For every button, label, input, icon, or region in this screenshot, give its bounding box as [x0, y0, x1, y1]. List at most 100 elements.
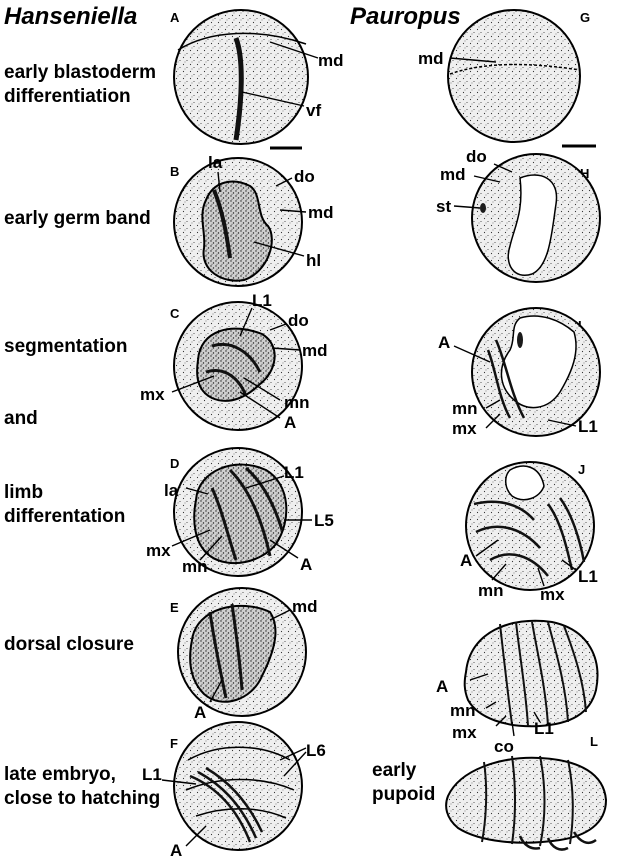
- embryo-egg-j: [465, 461, 595, 591]
- panel-k: K A mn mx co L1: [436, 619, 599, 756]
- label-mn-j: mn: [478, 581, 504, 600]
- panel-letter-h: H: [580, 166, 589, 181]
- leader-l1-c: [239, 307, 253, 337]
- leader-l6-f-2: [283, 751, 307, 777]
- label-mx-i: mx: [452, 419, 477, 438]
- leader-l1-i: [547, 419, 577, 427]
- panel-letter-f: F: [170, 736, 178, 751]
- leader-mn-i: [485, 399, 501, 409]
- leader-l1-d: [245, 475, 285, 489]
- leader-mx-d: [171, 529, 211, 547]
- label-vf-a: vf: [306, 101, 321, 120]
- leader-md-c: [271, 347, 301, 351]
- leader-mx-j: [537, 567, 545, 587]
- header-pauropus: Pauropus: [350, 3, 461, 30]
- label-la-d: la: [164, 481, 179, 500]
- panel-b: B la do md hl: [170, 153, 334, 287]
- panel-j: J A mn mx L1: [460, 461, 598, 604]
- label-mx-k: mx: [452, 723, 477, 742]
- stomodeum-h: [480, 203, 486, 213]
- label-a-j: A: [460, 551, 472, 570]
- leader-a-f: [185, 825, 207, 847]
- dorsal-organ-j: [505, 465, 545, 501]
- panel-c: C L1 do md mx mn A: [140, 291, 328, 432]
- stage-label-segmentation: segmentation: [4, 336, 128, 357]
- panel-letter-d: D: [170, 456, 179, 471]
- leader-st-h: [453, 205, 481, 209]
- panel-l: L: [445, 734, 608, 851]
- panel-letter-e: E: [170, 600, 179, 615]
- limb-bud-d-1: [228, 468, 272, 557]
- label-mn-d: mn: [182, 557, 208, 576]
- leader-do-b: [275, 177, 293, 187]
- label-mx-c: mx: [140, 385, 165, 404]
- leader-l6-f-1: [279, 747, 307, 761]
- leader-a-c: [239, 391, 281, 419]
- header-hanseniella: Hanseniella: [4, 3, 137, 30]
- label-a-i: A: [438, 333, 450, 352]
- label-l1-f: L1: [142, 765, 162, 784]
- limb-bud-d-3: [210, 487, 238, 561]
- stage-label-limb-differentation: limb differentation: [4, 482, 125, 527]
- leader-a-e: [209, 679, 223, 703]
- panel-letter-c: C: [170, 306, 180, 321]
- segment-fold-c-1: [211, 343, 262, 373]
- appendage-e-1: [208, 611, 228, 699]
- leader-mx-i: [485, 413, 501, 429]
- embryo-egg-f: [173, 721, 303, 851]
- panel-g: G md: [418, 9, 596, 148]
- leader-md-b: [279, 209, 307, 213]
- label-md-h: md: [440, 165, 466, 184]
- limbs-j: [546, 497, 586, 571]
- ventral-furrow-a: [233, 37, 244, 141]
- segment-fold-c-2: [205, 369, 248, 397]
- panel-f: F L6 L1 A: [142, 721, 326, 858]
- panel-letter-g: G: [580, 10, 590, 25]
- label-a-f: A: [170, 841, 182, 858]
- leader-md-a: [269, 41, 319, 59]
- limb-bud-d-2: [245, 466, 284, 531]
- leader-a-k: [469, 673, 489, 681]
- label-do-h: do: [466, 147, 487, 166]
- body-segments-k: [499, 621, 587, 727]
- stage-label-early-pupoid: early pupoid: [372, 760, 435, 805]
- label-md-g: md: [418, 49, 444, 68]
- leader-a-j: [475, 539, 499, 557]
- appendage-e-2: [230, 603, 244, 691]
- label-l1-d: L1: [284, 463, 304, 482]
- blastoderm-boundary-a: [177, 32, 307, 51]
- panel-letter-b: B: [170, 164, 179, 179]
- label-mn-k: mn: [450, 701, 476, 720]
- legs-f: [189, 766, 264, 843]
- stage-label-and: and: [4, 408, 38, 429]
- label-l5-d: L5: [314, 511, 334, 530]
- segment-rings-f: [185, 746, 295, 819]
- leader-l1-f: [161, 779, 197, 785]
- leader-l1-k: [533, 711, 541, 723]
- germ-band-h: [507, 174, 558, 277]
- leader-a-d: [269, 539, 299, 559]
- leader-md-h: [473, 175, 501, 183]
- label-a-c: A: [284, 413, 296, 432]
- leader-la-d: [185, 487, 209, 495]
- label-md-a: md: [318, 51, 344, 70]
- panel-letter-j: J: [578, 462, 585, 477]
- label-co-k: co: [494, 737, 514, 756]
- pupoid-body-l: [445, 756, 608, 844]
- label-l1-i: L1: [578, 417, 598, 436]
- label-hl-b: hl: [306, 251, 321, 270]
- label-st-h: st: [436, 197, 451, 216]
- panel-e: E md A: [170, 587, 318, 722]
- label-l1-c: L1: [252, 291, 272, 310]
- blastoderm-boundary-g: [449, 63, 581, 75]
- leader-do-c: [269, 323, 287, 331]
- embryo-egg-k: [463, 619, 599, 728]
- leader-md-e: [269, 609, 291, 621]
- label-l1-j: L1: [578, 567, 598, 586]
- leader-vf-a: [241, 91, 305, 107]
- stage-label-early-germ-band: early germ band: [4, 208, 151, 229]
- leader-mn-k: [485, 701, 497, 709]
- label-la-b: la: [208, 153, 223, 172]
